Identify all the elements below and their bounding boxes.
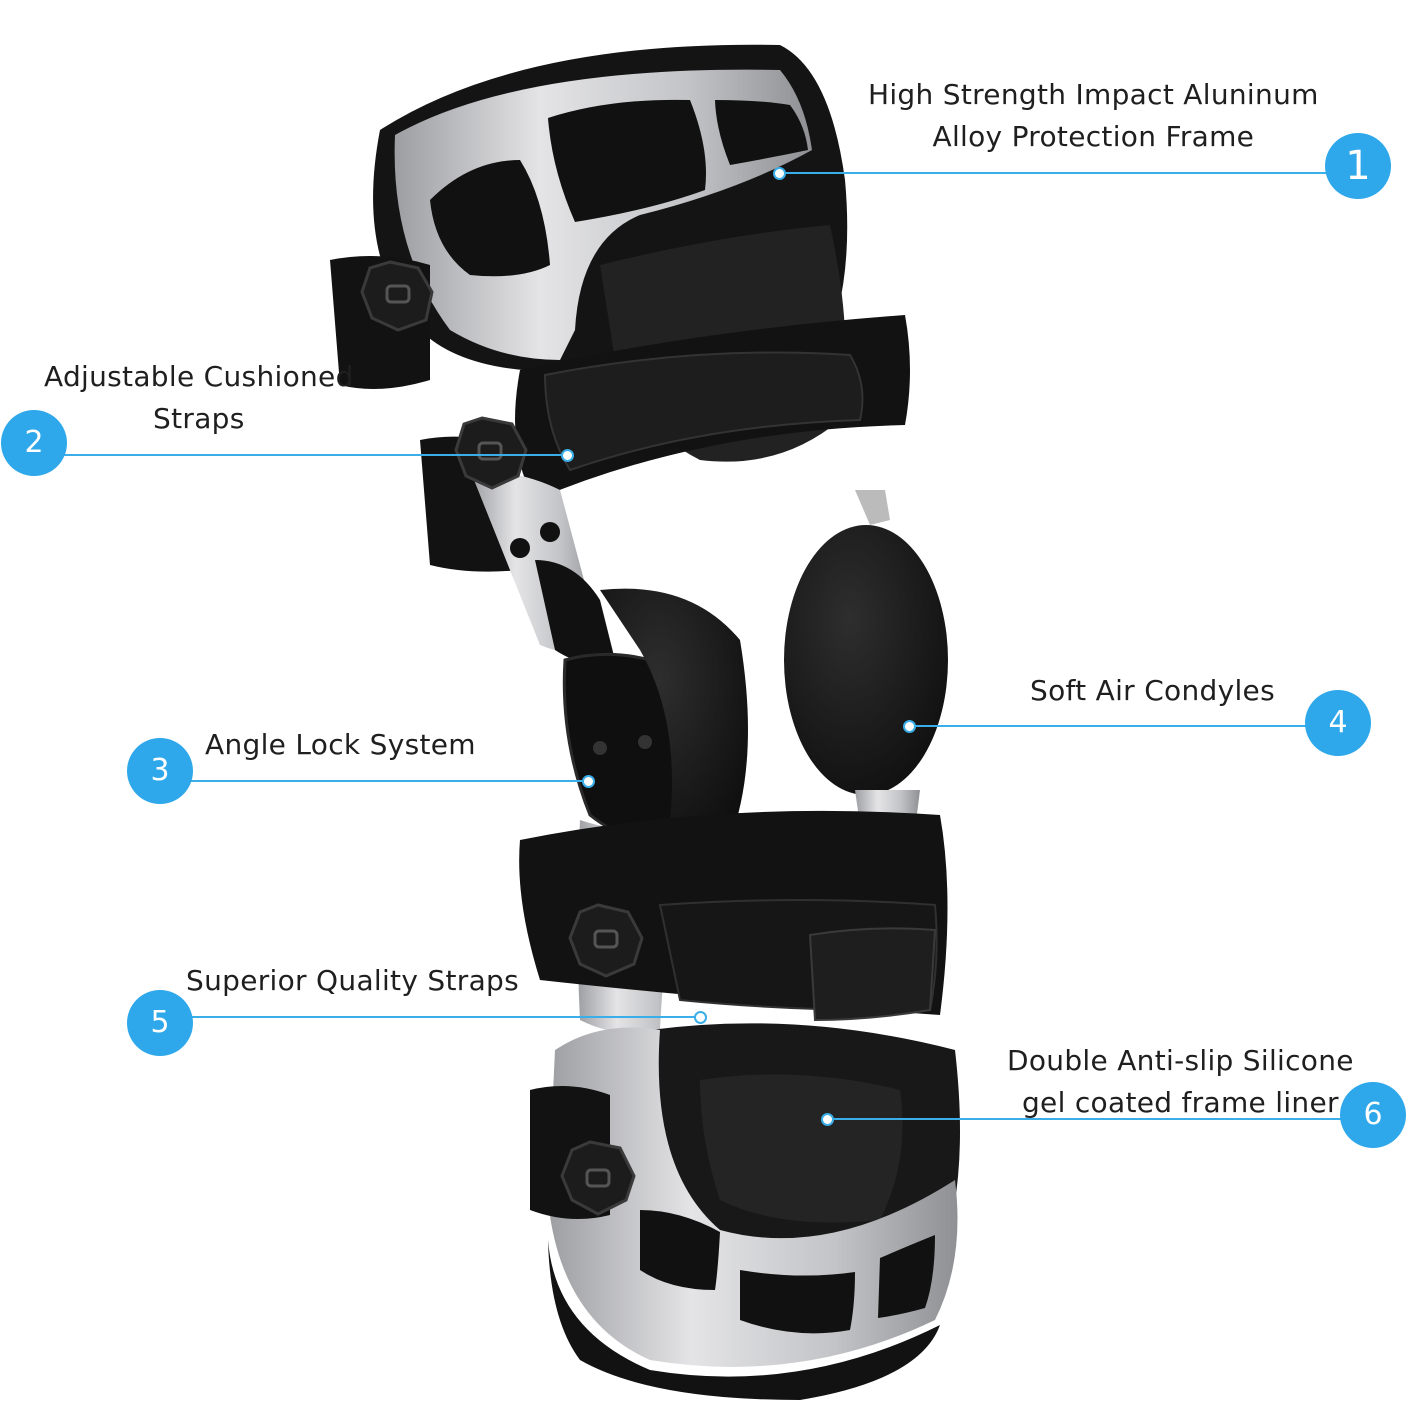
callout-3-label: Angle Lock System bbox=[205, 724, 476, 766]
callout-5-badge: 5 bbox=[127, 990, 193, 1056]
callout-2-leader bbox=[60, 454, 568, 456]
callout-5-line-1: Superior Quality Straps bbox=[186, 964, 519, 997]
callout-3-anchor bbox=[582, 775, 595, 788]
callout-3-line-1: Angle Lock System bbox=[205, 728, 476, 761]
callout-2-label: Adjustable Cushioned Straps bbox=[44, 356, 354, 440]
callout-1-label: High Strength Impact Aluninum Alloy Prot… bbox=[868, 74, 1319, 158]
callout-5-label: Superior Quality Straps bbox=[186, 960, 519, 1002]
callout-1-anchor bbox=[773, 167, 786, 180]
callout-4-label: Soft Air Condyles bbox=[1030, 670, 1275, 712]
callout-4-leader bbox=[910, 725, 1310, 727]
callout-1-line-2: Alloy Protection Frame bbox=[932, 120, 1255, 153]
callout-6-line-1: Double Anti-slip Silicone bbox=[1007, 1044, 1354, 1077]
callout-1-leader bbox=[780, 172, 1340, 174]
callout-2-line-1: Adjustable Cushioned bbox=[44, 360, 354, 393]
callout-6-anchor bbox=[821, 1113, 834, 1126]
callout-4-anchor bbox=[903, 720, 916, 733]
callout-3-leader bbox=[185, 780, 589, 782]
callout-2-badge: 2 bbox=[1, 410, 67, 476]
callout-6-badge: 6 bbox=[1340, 1082, 1406, 1148]
callout-2-anchor bbox=[561, 449, 574, 462]
callout-1-line-1: High Strength Impact Aluninum bbox=[868, 78, 1319, 111]
callout-5-leader bbox=[185, 1016, 701, 1018]
callout-2-line-2: Straps bbox=[153, 402, 245, 435]
callout-4-line-1: Soft Air Condyles bbox=[1030, 674, 1275, 707]
callout-5-anchor bbox=[694, 1011, 707, 1024]
callout-1-badge: 1 bbox=[1325, 133, 1391, 199]
callout-6-leader bbox=[828, 1118, 1344, 1120]
callout-6-line-2: gel coated frame liner bbox=[1021, 1086, 1339, 1119]
callout-6-label: Double Anti-slip Silicone gel coated fra… bbox=[1007, 1040, 1354, 1124]
callout-4-badge: 4 bbox=[1305, 690, 1371, 756]
callout-3-badge: 3 bbox=[127, 738, 193, 804]
